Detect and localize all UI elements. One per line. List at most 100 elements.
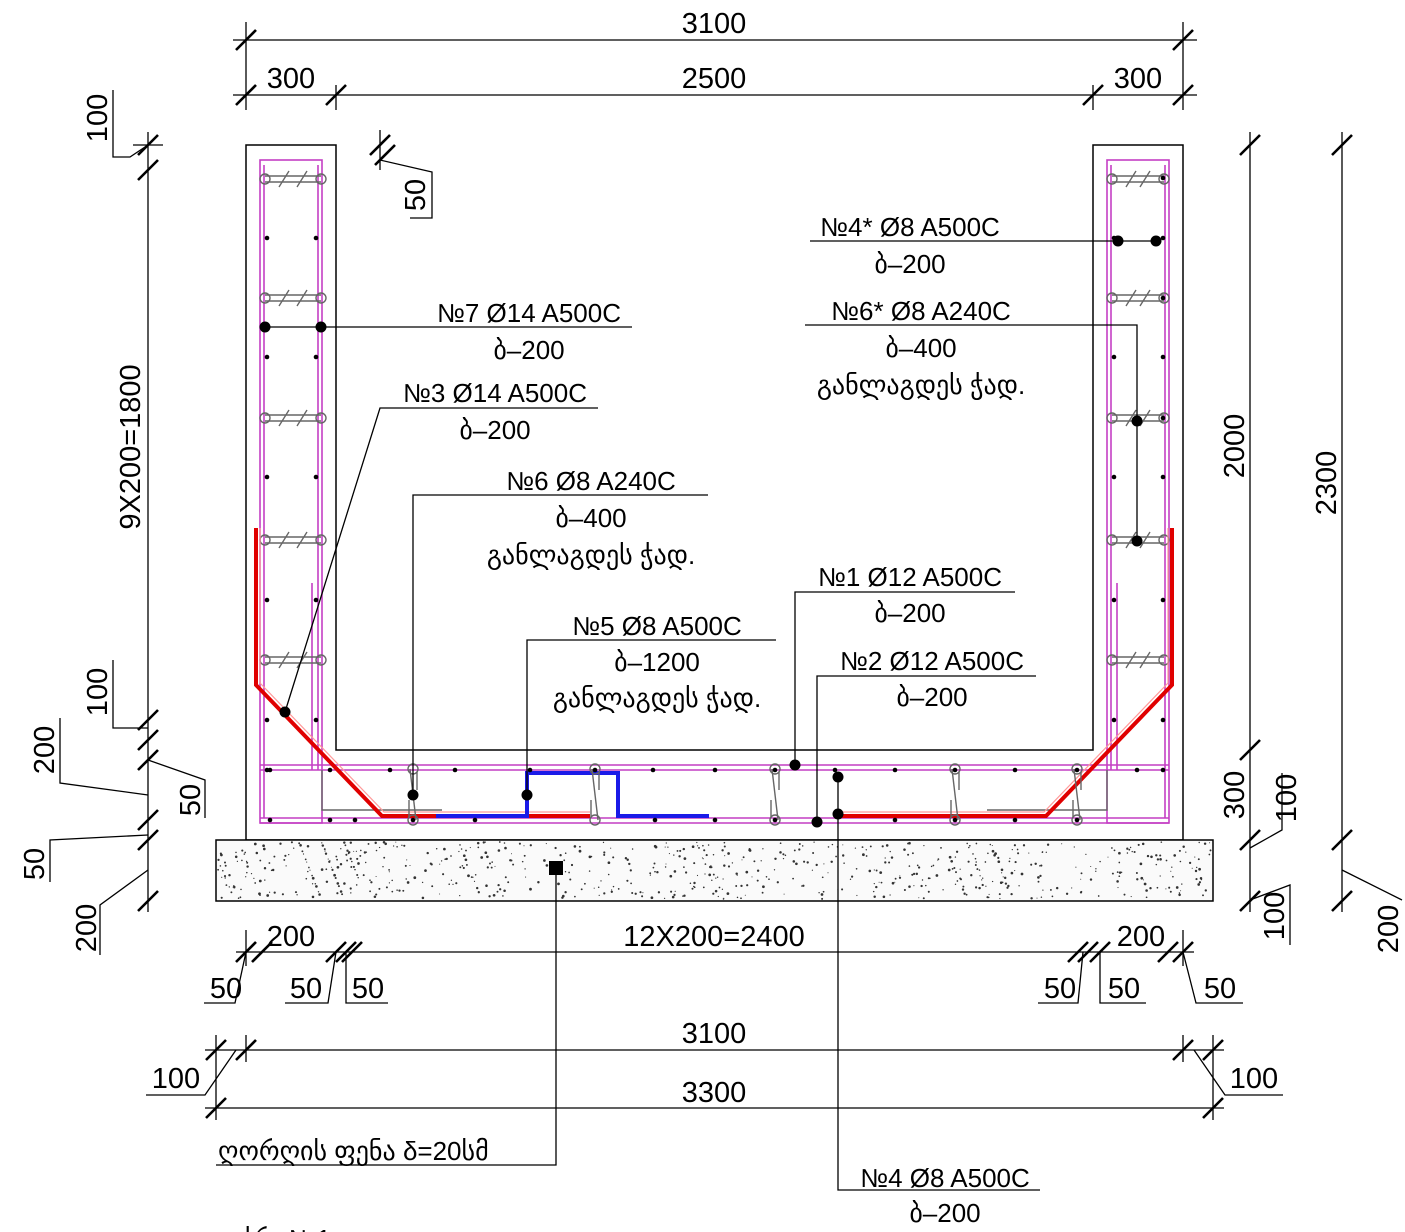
gravel-speck [284,854,287,857]
gravel-speck [1014,870,1016,872]
gravel-speck [388,882,391,884]
bar-dot [313,597,319,603]
gravel-speck [873,869,875,871]
gravel-speck [856,894,858,897]
gravel-speck [450,855,452,857]
gravel-speck [961,888,965,891]
callout-n3-line2: ბ–200 [459,415,530,445]
gravel-speck [339,890,343,893]
gravel-speck [873,895,876,898]
gravel-speck [976,868,979,871]
gravel-speck [922,897,925,900]
gravel-speck [654,870,656,873]
gravel-speck [396,846,398,848]
gravel-speck [1079,891,1083,894]
bar-dot [1160,235,1166,241]
gravel-speck [997,856,1000,860]
gravel-speck [406,859,408,861]
gravel-speck [628,862,631,866]
gravel-speck [705,854,708,857]
gravel-speck [578,849,582,853]
bar-dot [527,767,533,773]
gravel-speck [477,846,480,849]
gravel-speck [656,870,659,874]
gravel-speck [691,845,695,849]
gravel-speck [1129,846,1132,849]
gravel-speck [1178,849,1181,852]
gravel-speck [693,881,696,885]
gravel-speck [375,849,378,852]
gravel-speck [955,871,957,874]
gravel-speck [401,844,403,846]
gravel-speck [600,880,602,882]
dim-bottom-50-5: 50 [1108,973,1140,1005]
slab-hook [769,763,781,775]
gravel-speck [888,861,891,864]
gravel-speck [782,853,785,856]
gravel-speck [610,847,612,849]
gravel-speck [1039,874,1042,878]
tie-hook-tail [278,531,290,549]
callout-n6-line3: განლაგდეს ჭად. [487,540,695,570]
tie-hook [259,412,271,424]
gravel-speck [234,855,238,859]
gravel-speck [239,896,242,899]
gravel-speck [324,852,328,855]
gravel-speck [510,853,513,855]
gravel-speck [512,863,515,866]
gravel-speck [1199,876,1203,880]
gravel-speck [378,887,381,890]
bar-dot [1160,175,1166,181]
gravel-speck [704,863,707,865]
gravel-speck [724,855,726,857]
gravel-speck [510,859,513,862]
gravel-speck [1111,872,1114,875]
gravel-speck [1171,866,1173,868]
gravel-speck [1010,871,1014,875]
gravel-speck [920,884,923,888]
gravel-speck [916,864,919,867]
gravel-speck [346,849,349,852]
dim-right-200: 200 [1373,905,1405,953]
gravel-speck [1037,880,1040,883]
gravel-speck [940,846,942,849]
gravel-speck [1139,862,1143,866]
gravel-speck [302,853,305,855]
gravel-speck [564,852,567,854]
gravel-speck [323,848,326,851]
gravel-speck [792,877,794,880]
gravel-speck [1073,846,1075,848]
gravel-speck [1116,871,1119,873]
tie-hook [315,534,327,546]
tie-hook [259,292,271,304]
gravel-speck [1118,875,1121,878]
gravel-speck [1146,854,1150,858]
bar-dot [892,767,898,773]
dim-left-50-b: 50 [175,784,207,816]
gravel-speck [240,888,242,891]
gravel-speck [356,857,359,860]
gravel-speck [811,869,814,871]
gravel-speck [1175,886,1179,889]
gravel-speck [1030,897,1033,900]
gravel-speck [439,893,441,895]
gravel-speck [1145,889,1148,892]
gravel-speck [830,860,833,864]
gravel-speck [564,891,567,894]
gravel-speck [861,846,864,849]
gravel-speck [314,882,317,885]
gravel-speck [243,853,246,855]
gravel-speck [246,871,248,874]
gravel-speck [325,868,328,871]
gravel-speck [1168,886,1171,889]
gravel-speck [842,844,844,846]
gravel-speck [974,857,977,860]
gravel-speck [559,854,562,857]
gravel-speck [948,855,952,859]
gravel-speck [802,884,805,887]
gravel-speck [776,881,779,884]
tie-hook-tail [1125,651,1137,669]
callout-n5-line2: ბ–1200 [614,647,700,677]
gravel-speck [723,845,726,848]
bar-dot [313,474,319,480]
